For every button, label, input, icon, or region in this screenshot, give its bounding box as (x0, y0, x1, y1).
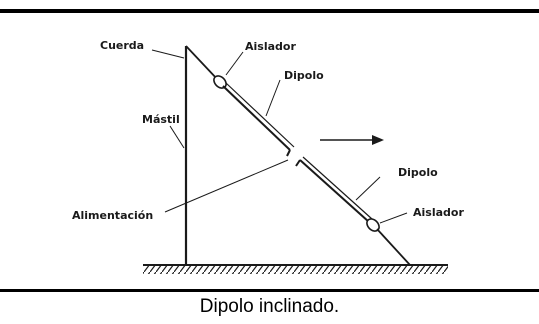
label-cuerda: Cuerda (100, 39, 144, 52)
rope (185, 45, 219, 81)
inclined-dipole-diagram: Cuerda Aislador Dipolo Mástil Dipolo Ali… (72, 39, 464, 274)
lower-rope (376, 228, 411, 266)
figure-caption: Dipolo inclinado. (199, 296, 340, 317)
lower-dipole-arm (299, 156, 373, 223)
top-rule (0, 9, 539, 13)
label-aislador-bottom: Aislador (413, 206, 464, 219)
label-dipolo-bottom: Dipolo (398, 166, 438, 179)
label-mastil: Mástil (142, 113, 180, 126)
feed-point (286, 149, 301, 167)
ground (143, 264, 448, 274)
upper-dipole-arm (222, 82, 295, 151)
radiation-direction-arrow-icon (320, 135, 384, 145)
bottom-rule (0, 289, 539, 292)
label-alimentacion: Alimentación (72, 209, 153, 222)
leader-lines (151, 49, 408, 224)
label-aislador-top: Aislador (245, 40, 296, 53)
label-dipolo-top: Dipolo (284, 69, 324, 82)
